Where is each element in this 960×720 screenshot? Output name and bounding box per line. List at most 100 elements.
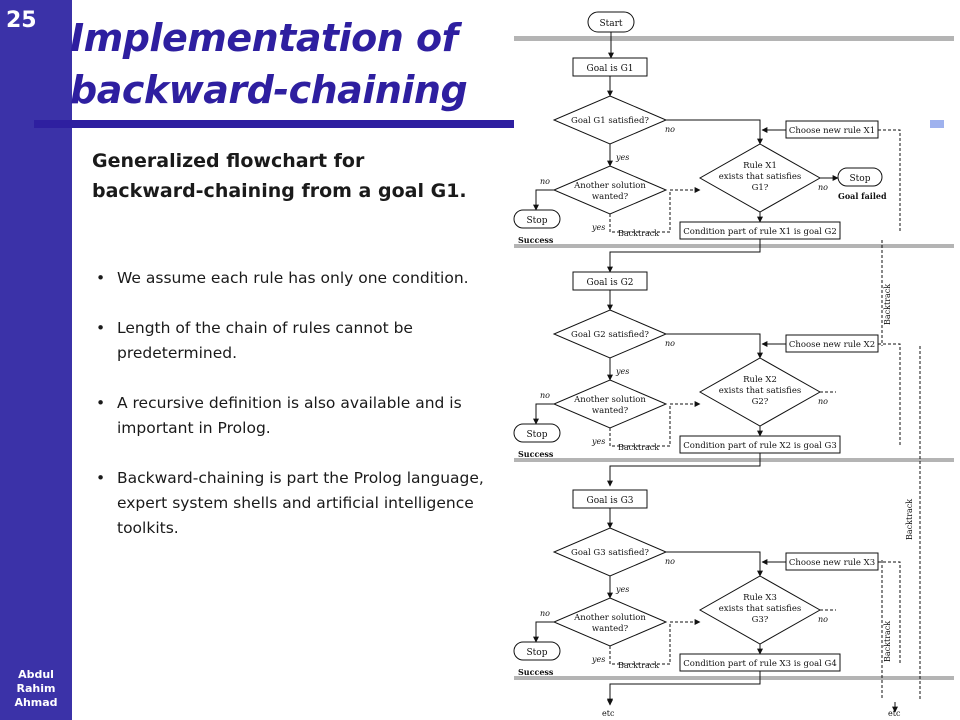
rule-exists-label: exists that satisfies <box>719 172 801 182</box>
stop-label: Stop <box>527 216 548 226</box>
yes-label: yes <box>591 655 605 664</box>
yes-label: yes <box>615 153 629 162</box>
rule-exists-label: Rule X3 <box>743 593 777 603</box>
backtrack-connector <box>609 619 701 665</box>
title-line: backward-chaining <box>70 68 468 112</box>
stop-label: Stop <box>527 430 548 440</box>
etc-label: etc <box>888 709 901 718</box>
connector <box>607 671 761 705</box>
another-solution-label: wanted? <box>592 192 629 202</box>
yes-label: yes <box>591 223 605 232</box>
bullet-item: A recursive definition is also available… <box>96 391 492 441</box>
subtitle: Generalized flowchart for backward-chain… <box>92 150 467 202</box>
another-solution-label: Another solution <box>573 181 646 191</box>
goal-failed-label: Goal failed <box>838 191 887 201</box>
rule-exists-label: exists that satisfies <box>719 604 801 614</box>
backtrack-connector <box>609 187 701 233</box>
rule-exists-label: exists that satisfies <box>719 386 801 396</box>
yes-label: yes <box>615 367 629 376</box>
backtrack-connector <box>878 343 901 446</box>
stop-terminator <box>513 209 561 229</box>
bullet-item: Backward-chaining is part the Prolog lan… <box>96 466 492 541</box>
no-label: no <box>665 339 675 348</box>
choose-rule-label: Choose new rule X1 <box>789 126 875 136</box>
bullet-item: Length of the chain of rules cannot be p… <box>96 316 492 366</box>
accent-bar <box>930 120 944 128</box>
connector <box>666 119 763 145</box>
no-label: no <box>540 609 550 618</box>
title-underline <box>34 120 514 128</box>
goal-box-label: Goal is G2 <box>587 278 634 288</box>
goal-satisfied-label: Goal G3 satisfied? <box>571 548 649 558</box>
condition-label: Condition part of rule X2 is goal G3 <box>683 441 837 451</box>
separator-bar <box>514 458 954 462</box>
connector <box>607 239 761 273</box>
connector <box>607 453 761 487</box>
backtrack-label: Backtrack <box>883 621 892 662</box>
author-line: Rahim <box>16 682 56 695</box>
rule-exists-label: Rule X2 <box>743 375 777 385</box>
backtrack-label: Backtrack <box>618 229 659 238</box>
yes-label: yes <box>615 585 629 594</box>
author-name: Abdul Rahim Ahmad <box>0 668 72 710</box>
stop-label: Stop <box>850 174 871 184</box>
stop-label: Stop <box>527 648 548 658</box>
backtrack-connector <box>878 129 901 232</box>
backtrack-label: Backtrack <box>883 284 892 325</box>
author-line: Abdul <box>18 668 54 681</box>
slide-title: Implementation of backward-chaining <box>70 12 520 116</box>
no-label: no <box>665 557 675 566</box>
etc-label: etc <box>602 709 615 718</box>
stop-terminator <box>513 641 561 661</box>
sidebar: 25 Abdul Rahim Ahmad <box>0 0 72 720</box>
condition-label: Condition part of rule X3 is goal G4 <box>683 659 837 669</box>
goal-satisfied-label: Goal G2 satisfied? <box>571 330 649 340</box>
bullet-item: We assume each rule has only one conditi… <box>96 266 492 291</box>
connector <box>533 621 554 643</box>
no-label: no <box>818 615 828 624</box>
condition-label: Condition part of rule X1 is goal G2 <box>683 227 837 237</box>
success-label: Success <box>518 667 554 677</box>
connector <box>666 551 763 577</box>
connector <box>533 403 554 425</box>
goal-box-label: Goal is G3 <box>587 496 634 506</box>
stop-terminator <box>513 423 561 443</box>
backtrack-label: Backtrack <box>618 661 659 670</box>
backtrack-label: Backtrack <box>905 499 914 540</box>
flowchart-level: Goal is G1 Goal G1 satisfied? yes no Another… <box>513 57 954 273</box>
slide-number: 25 <box>6 8 37 33</box>
another-solution-label: Another solution <box>573 613 646 623</box>
yes-label: yes <box>591 437 605 446</box>
another-solution-label: Another solution <box>573 395 646 405</box>
connector <box>533 189 554 211</box>
rule-exists-label: G1? <box>752 183 769 193</box>
separator-bar <box>514 676 954 680</box>
success-label: Success <box>518 449 554 459</box>
backtrack-connector <box>878 561 901 664</box>
choose-rule-label: Choose new rule X2 <box>789 340 875 350</box>
connector <box>666 333 763 359</box>
rule-exists-label: G3? <box>752 615 769 625</box>
another-solution-label: wanted? <box>592 406 629 416</box>
choose-rule-label: Choose new rule X3 <box>789 558 875 568</box>
no-label: no <box>818 183 828 192</box>
another-solution-label: wanted? <box>592 624 629 634</box>
backtrack-label: Backtrack <box>618 443 659 452</box>
success-label: Success <box>518 235 554 245</box>
no-label: no <box>540 391 550 400</box>
separator-top <box>514 36 954 41</box>
no-label: no <box>540 177 550 186</box>
no-label: no <box>818 397 828 406</box>
goal-satisfied-label: Goal G1 satisfied? <box>571 116 649 126</box>
title-line: Implementation of <box>70 16 458 60</box>
bullet-list: We assume each rule has only one conditi… <box>96 266 492 566</box>
rule-exists-label: G2? <box>752 397 769 407</box>
stop-terminator <box>837 167 883 187</box>
backtrack-connector <box>609 401 701 447</box>
goal-box-label: Goal is G1 <box>587 64 634 74</box>
rule-exists-label: Rule X1 <box>743 161 777 171</box>
flowchart-start: Start <box>587 11 635 59</box>
